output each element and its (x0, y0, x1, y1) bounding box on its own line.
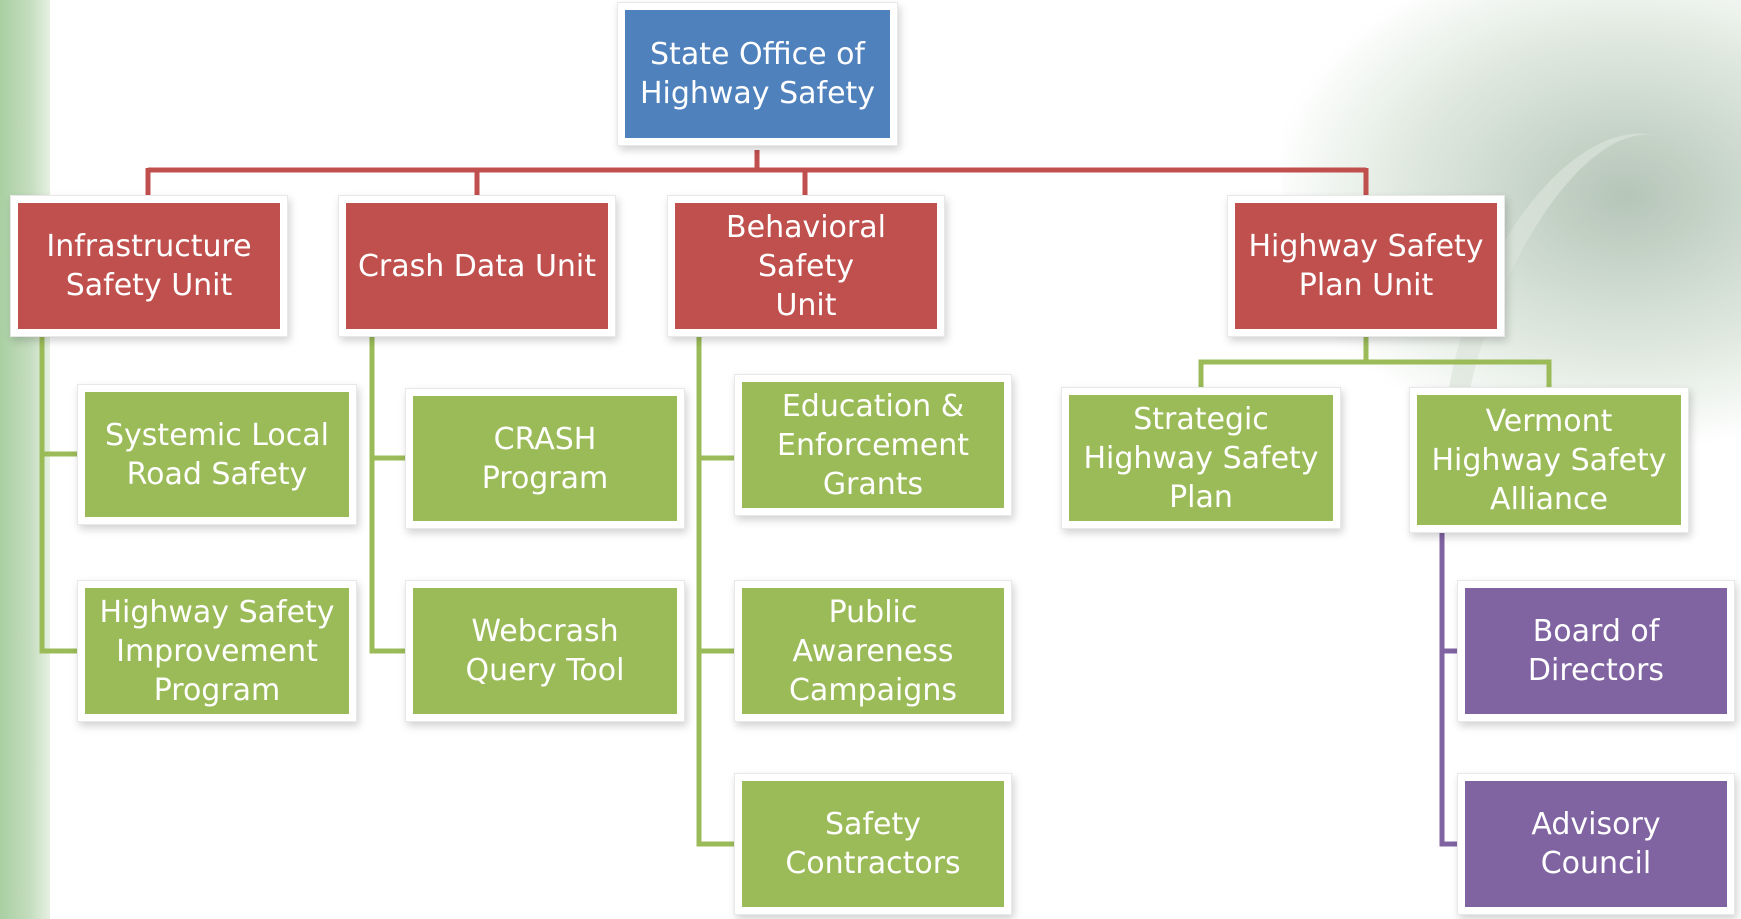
connector-alliance-trunk (1439, 532, 1465, 847)
item-box-strategic-plan: Strategic Highway Safety Plan (1062, 388, 1340, 528)
unit-box-crash-data: Crash Data Unit (339, 196, 615, 336)
connector-infrastructure-trunk (39, 335, 85, 654)
unit-box-behavioral: Behavioral Safety Unit (668, 196, 944, 336)
item-box-systemic-local-road: Systemic Local Road Safety (78, 385, 356, 524)
unit-box-highway-safety-plan: Highway Safety Plan Unit (1228, 196, 1504, 336)
item-box-education-enforcement: Education & Enforcement Grants (735, 375, 1011, 515)
item-box-public-awareness: Public Awareness Campaigns (735, 581, 1011, 721)
item-box-hsip: Highway Safety Improvement Program (78, 581, 356, 721)
connector-plan-right (1366, 359, 1552, 392)
connector-crash-trunk (369, 335, 410, 654)
item-box-webcrash: Webcrash Query Tool (406, 581, 684, 721)
unit-box-infrastructure: Infrastructure Safety Unit (11, 196, 287, 336)
item-box-crash-program: CRASH Program (406, 389, 684, 528)
connector-plan-left (1198, 335, 1369, 392)
item-box-advisory-council: Advisory Council (1458, 774, 1734, 914)
item-box-safety-contractors: Safety Contractors (735, 774, 1011, 914)
item-box-vermont-alliance: Vermont Highway Safety Alliance (1410, 388, 1688, 532)
connector-behavioral-trunk (696, 335, 742, 847)
item-box-board-of-directors: Board of Directors (1458, 581, 1734, 721)
root-box-state-office: State Office of Highway Safety (618, 3, 897, 145)
